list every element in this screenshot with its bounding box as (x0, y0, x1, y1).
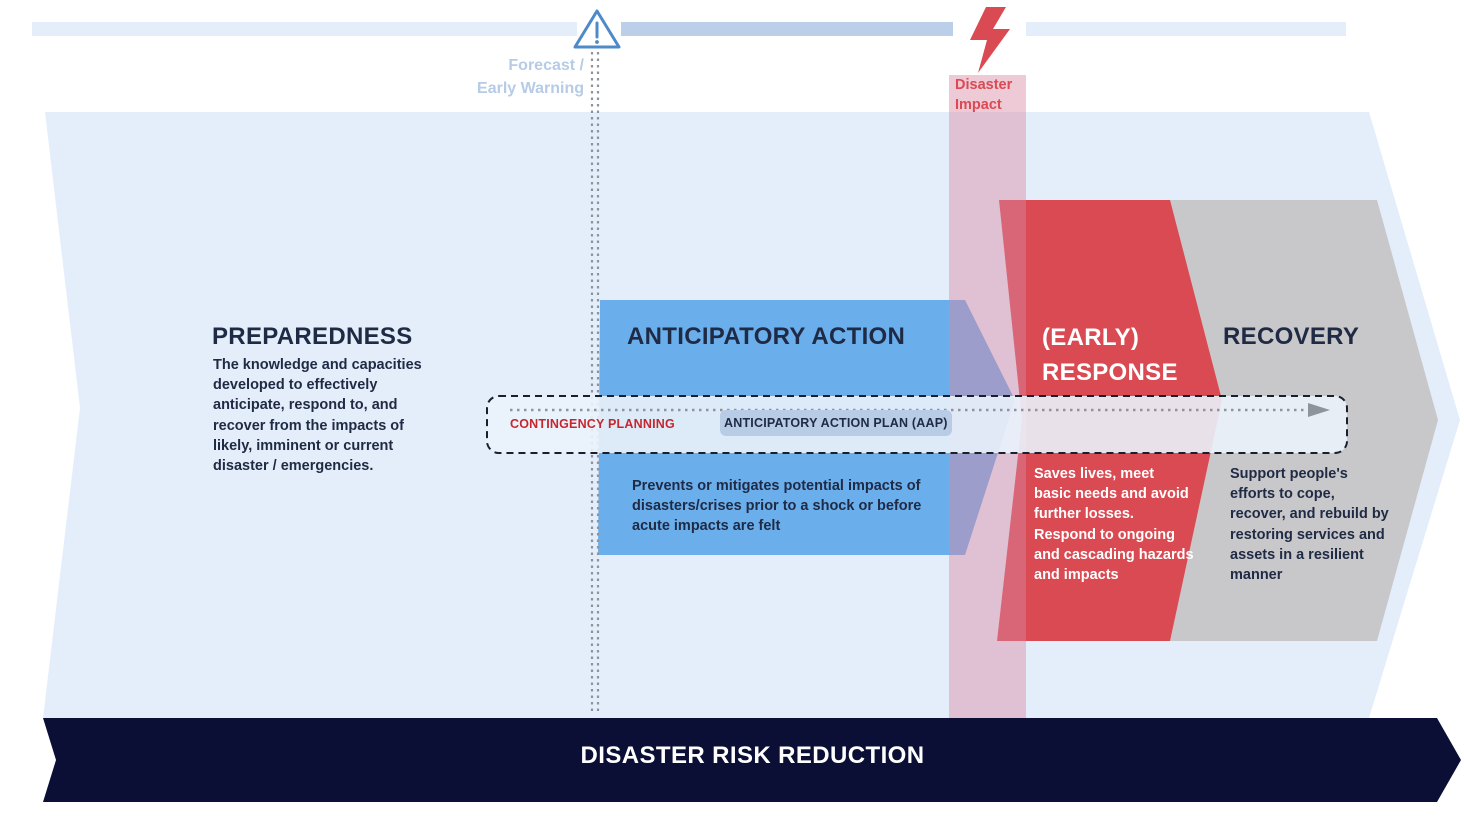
early-response-title-line1: (EARLY) (1042, 324, 1140, 351)
forecast-label-line2: Early Warning (477, 80, 584, 97)
anticipatory-action-title: ANTICIPATORY ACTION (627, 323, 906, 350)
early-response-title: (EARLY) RESPONSE (1042, 320, 1178, 390)
planning-arrow-head (1308, 403, 1330, 417)
recovery-title: RECOVERY (1223, 323, 1360, 350)
drr-arrow (43, 718, 1461, 802)
recovery-description: Support people's efforts to cope, recove… (1230, 466, 1389, 584)
timeline-bar-middle (621, 22, 953, 36)
lightning-bolt-icon (970, 7, 1010, 73)
aap-label: ANTICIPATORY ACTION PLAN (AAP) (720, 410, 952, 436)
timeline-bar-right (1026, 22, 1346, 36)
warning-triangle-icon (573, 9, 621, 49)
early-response-title-line2: RESPONSE (1042, 359, 1178, 386)
preparedness-title: PREPAREDNESS (212, 323, 413, 350)
drr-label: DISASTER RISK REDUCTION (580, 742, 925, 769)
preparedness-description: The knowledge and capacities developed t… (213, 357, 422, 475)
anticipatory-action-description: Prevents or mitigates potential impacts … (632, 478, 922, 535)
disaster-impact-line2: Impact (955, 96, 1002, 113)
early-response-description: Saves lives, meet basic needs and avoid … (1034, 466, 1194, 584)
forecast-label-line1: Forecast / (508, 57, 584, 74)
disaster-impact-label: Disaster Impact (955, 76, 1012, 115)
timeline-bar-left (32, 22, 577, 36)
forecast-label: Forecast / Early Warning (452, 54, 584, 100)
contingency-planning-label: CONTINGENCY PLANNING (510, 417, 675, 431)
disaster-impact-line1: Disaster (955, 77, 1013, 93)
